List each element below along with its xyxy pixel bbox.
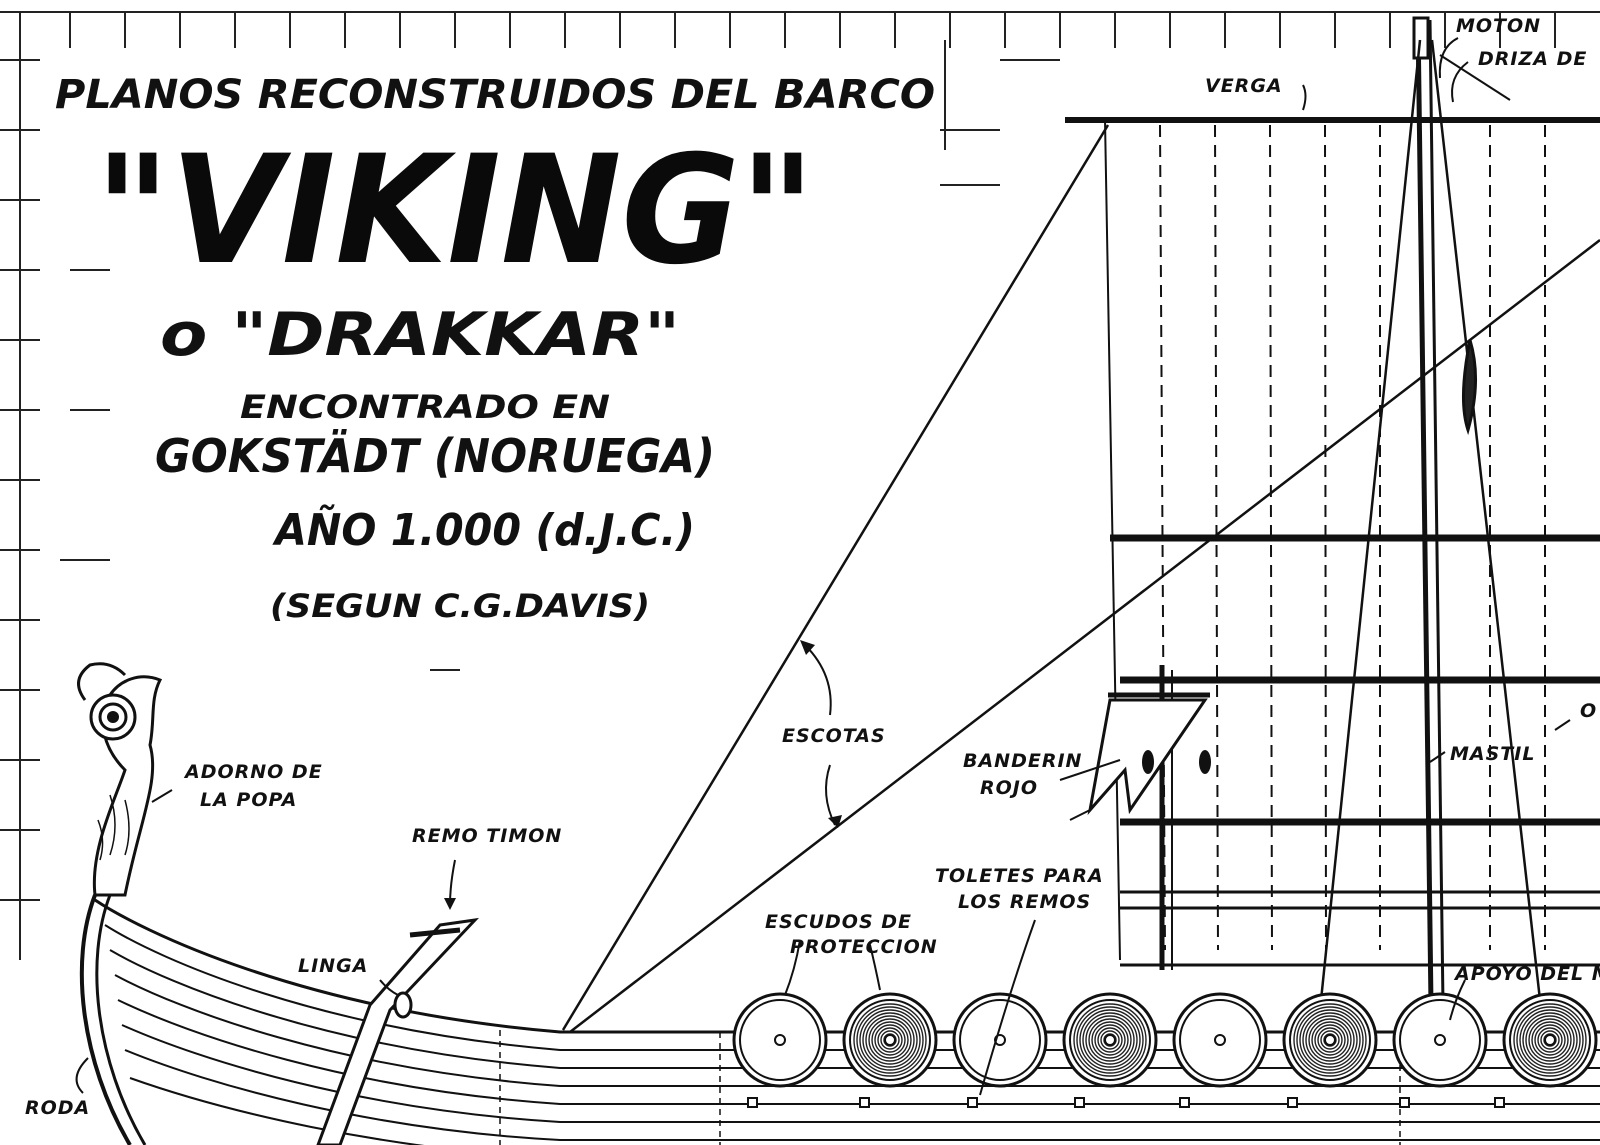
hull	[79, 894, 1600, 1145]
label-verga: VERGA	[1205, 75, 1283, 97]
shield	[952, 992, 1048, 1088]
steering-oar	[316, 859, 480, 1145]
ship-name: "VIKING"	[95, 124, 815, 298]
source-line: (SEGUN C.G.DAVIS)	[270, 587, 650, 625]
label-escudos-1: ESCUDOS DE	[765, 911, 912, 933]
shield	[1282, 992, 1378, 1088]
shield	[1172, 992, 1268, 1088]
shield	[842, 992, 938, 1088]
label-toletes-1: TOLETES PARA	[935, 865, 1104, 887]
shield	[1062, 992, 1158, 1088]
label-adorno-2: LA POPA	[200, 789, 297, 811]
label-adorno-1: ADORNO DE	[183, 761, 323, 783]
grid-left	[0, 40, 1060, 960]
shield	[1392, 992, 1488, 1088]
sheet-line-1	[561, 124, 1110, 1031]
label-banderin-1: BANDERIN	[963, 750, 1082, 772]
label-remo-timon: REMO TIMON	[412, 825, 562, 847]
label-linga: LINGA	[298, 955, 368, 977]
year-line: AÑO 1.000 (d.J.C.)	[272, 503, 695, 556]
sail	[1065, 117, 1600, 967]
label-moton: MOTON	[1456, 15, 1541, 37]
sheet-line-2	[569, 239, 1600, 1033]
label-apoyo: APOYO DEL MASTIL	[1453, 963, 1600, 985]
stern-ornament	[77, 662, 163, 897]
label-roda: RODA	[25, 1097, 90, 1119]
title-line1: PLANOS RECONSTRUIDOS DEL BARCO	[55, 72, 935, 118]
pennant	[1069, 665, 1211, 970]
shield	[732, 992, 828, 1088]
label-banderin-2: ROJO	[980, 777, 1038, 799]
label-mastil: MASTIL	[1450, 743, 1535, 765]
alt-name: o "DRAKKAR"	[160, 300, 680, 370]
label-escotas: ESCOTAS	[782, 725, 886, 747]
label-arrows	[75, 37, 1571, 1096]
shields-row	[732, 992, 1598, 1088]
found-line1: ENCONTRADO EN	[240, 388, 610, 426]
mast	[1318, 16, 1542, 1081]
shield	[1502, 992, 1598, 1088]
label-driza: DRIZA DE	[1478, 48, 1587, 70]
grid-ticks-top	[0, 11, 1600, 48]
label-escudos-2: PROTECCION	[790, 936, 938, 958]
label-edge-letter: O	[1580, 700, 1597, 722]
found-line2: GOKSTÄDT (NORUEGA)	[155, 429, 715, 483]
label-toletes-2: LOS REMOS	[958, 891, 1091, 913]
